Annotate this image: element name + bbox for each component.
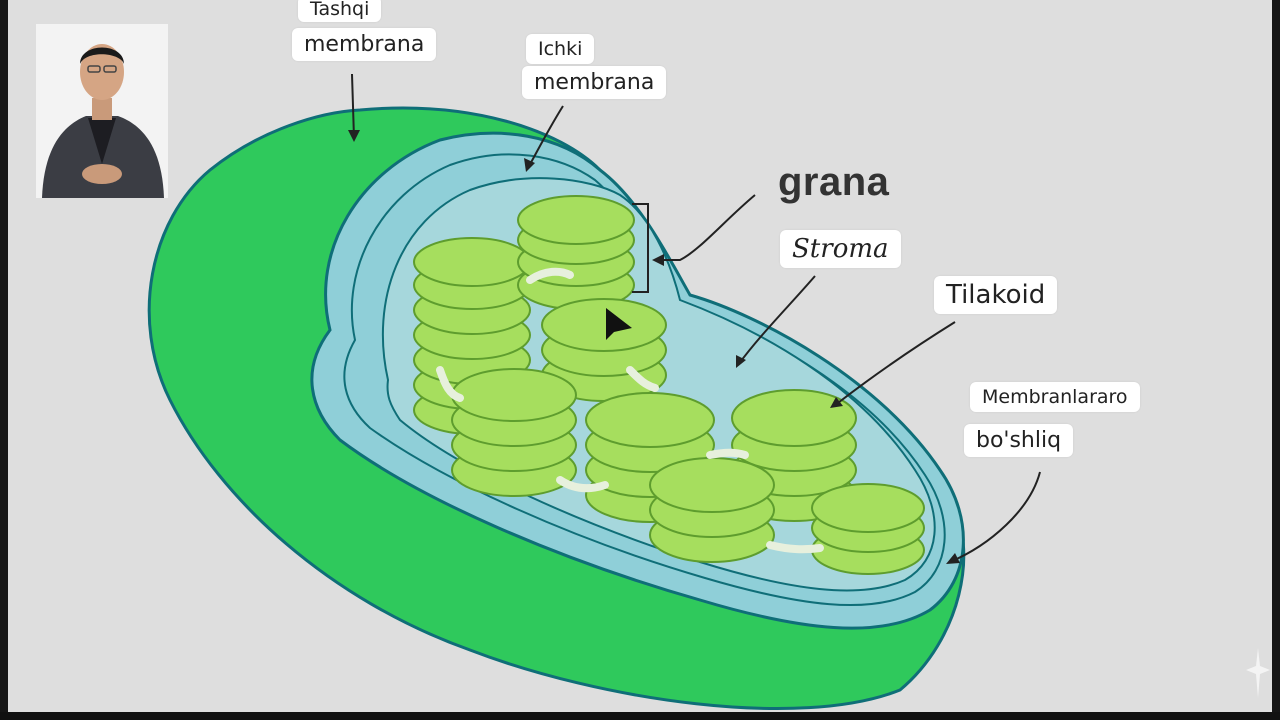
arrow-grana [656,194,756,261]
inner-membrane-line [343,153,946,607]
label-intermembrane-top: Membranlararo [970,382,1140,412]
label-stroma: Stroma [780,230,901,268]
label-inner-membrane-bottom: membrana [522,66,667,99]
grana-stack-5 [585,392,715,523]
label-outer-membrane-bottom: membrana [292,28,437,61]
arrow-intermembrane [949,471,1041,563]
label-grana: grana [778,160,890,204]
arrow-thylakoid [833,321,956,407]
grana-stack-4 [451,368,577,497]
label-inner-membrane-top: Ichki [526,34,595,64]
frame-edge-left [0,0,8,720]
grana-stack-7 [649,457,775,563]
stroma-lamellae [436,267,824,554]
grana-stack-2 [517,195,635,310]
grana-stack-8 [811,483,925,575]
label-outer-membrane-top: Tashqi [298,0,382,22]
arrow-stroma [737,275,816,366]
cursor-icon [606,308,632,340]
arrow-outer-membrane [351,73,355,139]
label-thylakoid: Tilakoid [934,276,1058,314]
presenter-photo [36,24,168,198]
grana-bracket [632,203,649,293]
frame-edge-right [1272,0,1280,720]
sparkle-icon [1246,648,1270,698]
arrow-heads [348,130,960,564]
label-intermembrane-bottom: bo'shliq [964,424,1074,457]
frame-edge-bottom [0,712,1280,720]
